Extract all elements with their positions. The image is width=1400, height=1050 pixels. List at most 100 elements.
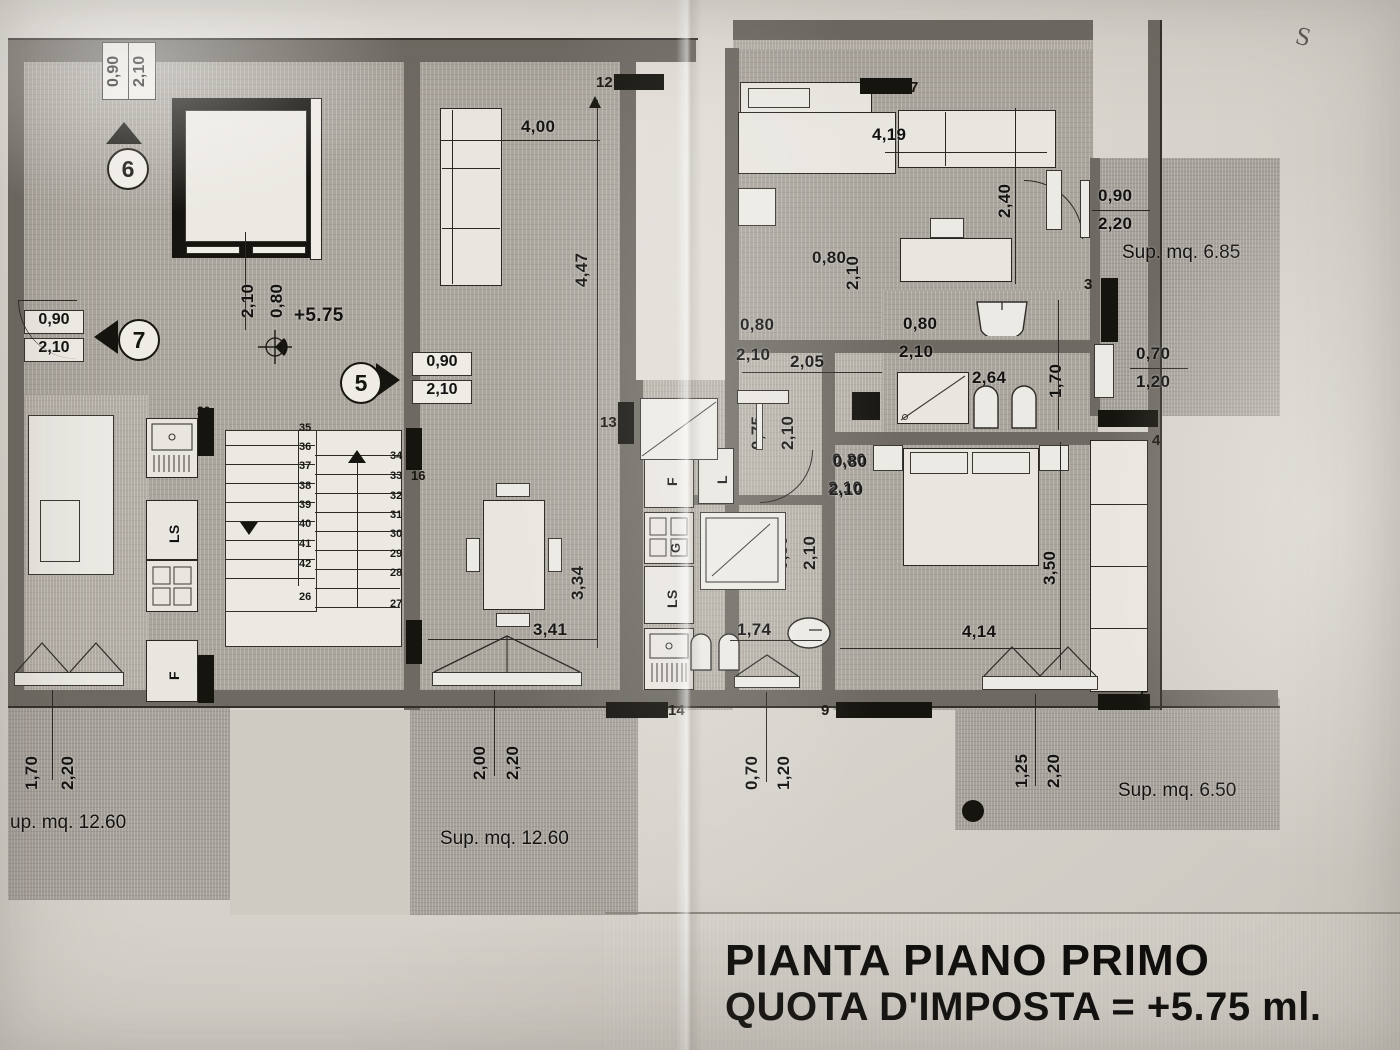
- dim-wc-window-h: 1,20: [774, 755, 793, 790]
- dim-window-west-b: 2,20: [58, 755, 77, 790]
- stair-step-number: 42: [299, 558, 312, 570]
- hall-cabinet-diagonal: [641, 401, 717, 457]
- nightstand-south-left: [873, 445, 903, 471]
- wall-marker-8: 8: [871, 398, 880, 415]
- outline-top: [8, 38, 698, 40]
- wardrobe-south-seam-c: [1090, 628, 1148, 630]
- stair-arrow-up: [348, 450, 366, 463]
- nightstand-north: [738, 188, 776, 226]
- wc-counter: [700, 512, 786, 590]
- wall-marker-20-block: [198, 408, 214, 456]
- chair-north: [930, 218, 964, 238]
- dim-living-width: 4,00: [521, 117, 556, 136]
- dim-wc-door-h: 2,10: [800, 535, 819, 570]
- wall-marker-12-block: [614, 74, 664, 90]
- opening-top-left-w: 0,90: [102, 42, 130, 100]
- dim-corridor-a-h: 2,10: [843, 255, 862, 290]
- dim-tick-west-window: [52, 690, 54, 780]
- desk-north: [900, 238, 1012, 282]
- stair-step: [225, 502, 315, 504]
- wall-marker-4: 4: [1152, 432, 1161, 449]
- dim-line-living-depth: [597, 100, 599, 648]
- dim-corridor-b-h: 2,10: [736, 345, 771, 364]
- balcony-southeast: [955, 698, 1280, 830]
- window-bath-east: [1094, 344, 1114, 398]
- nightstand-south-right: [1039, 445, 1069, 471]
- wall-bath-bedroom: [833, 432, 1158, 445]
- title-line-1: PIANTA PIANO PRIMO: [725, 935, 1210, 985]
- dim-tick-wc-window: [766, 692, 768, 782]
- stair-step-number: 34: [390, 450, 403, 462]
- wall-marker-16-block: [406, 428, 422, 470]
- north-bedroom-closet: [737, 390, 789, 404]
- dim-bath-door-w: 0,80: [903, 314, 938, 333]
- stove-left: [146, 560, 198, 612]
- window-south-bedroom: [982, 676, 1098, 690]
- window-west-balcony: [14, 672, 124, 686]
- dim-tick-center-window: [494, 690, 496, 776]
- wardrobe-north-b: [898, 110, 1056, 168]
- door-leaf-corridor: [756, 398, 763, 450]
- window-swing-south-bedroom: [983, 646, 1097, 677]
- dim-line-bath-depth: [1058, 300, 1060, 430]
- compass-icon: [258, 330, 292, 364]
- dim-corridor-d-h: 2,10: [778, 415, 797, 450]
- sofa-living: [440, 108, 502, 286]
- dim-se-window-h: 2,20: [1044, 753, 1063, 788]
- marker-6[interactable]: 6: [107, 148, 149, 190]
- wall-marker-21: 21: [197, 660, 211, 674]
- shower-drain-icon: [900, 375, 966, 421]
- stair-step: [225, 483, 315, 485]
- dim-corridor-a-w: 0,80: [812, 248, 847, 267]
- column-dot: [962, 800, 984, 822]
- marker-5[interactable]: 5: [340, 362, 382, 404]
- opening-living-w: 0,90: [412, 352, 472, 376]
- dining-chair-bottom: [496, 613, 530, 627]
- title-block: PIANTA PIANO PRIMO QUOTA D'IMPOSTA = +5.…: [605, 912, 1400, 1050]
- wall-kitchen-left: [633, 380, 643, 710]
- wall-marker-5-block: [1098, 694, 1150, 710]
- stair-step: [225, 540, 315, 542]
- dim-bedroom-n-depth: 2,40: [995, 183, 1014, 218]
- sofa-seam-a: [442, 168, 500, 170]
- fridge-left: [146, 640, 198, 702]
- sink-basin-icon-kitchen: [649, 633, 689, 682]
- wall-marker-3: 3: [1084, 276, 1093, 293]
- wall-corridor-right: [822, 348, 835, 693]
- dining-chair-left: [466, 538, 480, 572]
- sink-basin-icon: [151, 423, 193, 472]
- stair-step-number: 26: [299, 591, 312, 603]
- wall-corridor-left: [725, 48, 739, 708]
- dim-bedroom-s-door-w: 0,80: [833, 452, 868, 471]
- dim-window-center-b: 2,20: [503, 745, 522, 780]
- dim-se-window-w: 1,25: [1012, 753, 1031, 788]
- marker-6-triangle: [106, 122, 142, 144]
- wall-marker-8-block: [852, 392, 880, 420]
- dim-bath-width: 2,64: [972, 368, 1007, 387]
- wall-marker-9-block: [836, 702, 932, 718]
- stair-step: [225, 578, 315, 580]
- elevator-cabin: [185, 110, 307, 242]
- stair-run-axis-up: [357, 458, 359, 608]
- stove-burners-icon: [152, 566, 192, 606]
- stair-step-number: 27: [390, 598, 403, 610]
- wall-marker-17-block: [406, 620, 422, 664]
- dim-bath-win-h: 1,20: [1136, 372, 1171, 391]
- dim-dining-width: 3,41: [533, 620, 568, 639]
- stair-step-number: 37: [299, 460, 312, 472]
- balcony-northeast: [1090, 158, 1280, 416]
- dim-bedroom-s-door-h: 2,10: [829, 480, 864, 499]
- wall-balcony-ne-left: [1090, 158, 1100, 416]
- area-balcony-ne: Sup. mq. 6.85: [1122, 242, 1241, 263]
- wall-west-outer: [8, 40, 24, 705]
- wall-east-outer: [1148, 20, 1162, 710]
- marker-7[interactable]: 7: [118, 319, 160, 361]
- dim-corridor-c-h: 2,10: [828, 478, 863, 497]
- dim-corridor-b-w: 0,80: [740, 315, 775, 334]
- balcony-left: [8, 700, 230, 900]
- appliance-label-g-kitchen: G: [668, 542, 683, 553]
- dim-tick-se-window: [1035, 694, 1037, 786]
- dim-lift-width: 2,10: [238, 283, 257, 318]
- stair-step-number: 38: [299, 480, 312, 492]
- outline-right: [1160, 20, 1162, 710]
